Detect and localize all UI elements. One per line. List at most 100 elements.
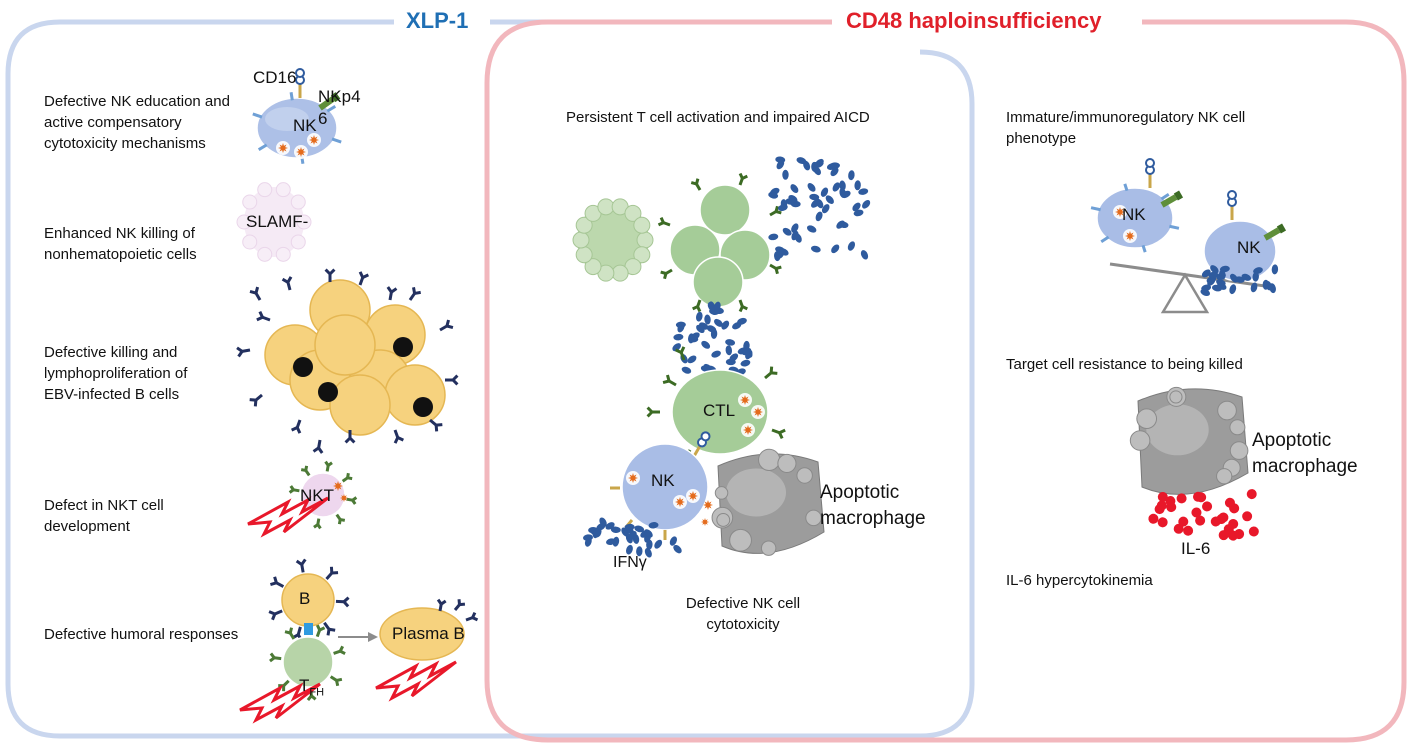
nkt-receptor-spike-3	[335, 513, 346, 525]
activated-t-receptor-6-stem	[665, 268, 673, 275]
nkt-receptor-spike-6-arm-r	[289, 485, 295, 491]
cytokine-cloud-mid-dot-34	[681, 366, 692, 374]
cytokine-cloud-mid-dot-15	[687, 355, 697, 364]
cytokine-cloud-top-dot-50	[776, 160, 785, 170]
b-tfh-synapse	[304, 623, 313, 635]
slamf-bleb-0	[296, 214, 312, 230]
apoptotic-macrophage-middle-bleb-5	[805, 509, 822, 527]
activated-t-receptor-4-arm-r	[738, 305, 744, 313]
cytokine-cloud-mid-dot-18	[700, 365, 711, 372]
b-cell-receptor-spike-1-arm-l	[329, 566, 334, 574]
cytokine-cloud-top-dot-41	[814, 160, 824, 168]
il6-cloud-dot-20	[1234, 529, 1245, 540]
cytokine-cloud-mid-dot-33	[690, 332, 700, 340]
activated-t-receptor-4-stem	[738, 299, 744, 308]
differentiation-arrow-head	[368, 632, 378, 642]
cytokine-cloud-mid-dot-32	[725, 345, 733, 356]
nk-right-left-nkp46-bar	[1160, 194, 1178, 208]
cytokine-cloud-top-dot-44	[826, 163, 837, 170]
nk-right-right-nkp46-bar	[1263, 227, 1281, 241]
slamf-bleb-2	[275, 246, 291, 262]
nk-right-cytokines-dot-18	[1210, 265, 1219, 274]
apoptotic-macrophage-middle-bleb-6	[729, 528, 752, 552]
cytokine-cloud-mid-dot-30	[740, 359, 751, 367]
cytokine-stream-dot-4	[708, 301, 716, 312]
cytokine-cloud-mid-dot-37	[742, 347, 752, 356]
ebv-b-receptor-6	[445, 374, 459, 386]
ctl-receptor-0-stem	[668, 379, 677, 387]
b-cell-receptor-spike-5-stem	[274, 609, 283, 616]
ctl-receptor-0	[662, 374, 677, 387]
nk-right-cytokines	[1200, 264, 1279, 296]
ifn-gamma-cloud-dot-26	[626, 544, 633, 555]
activated-t-receptor-3	[769, 263, 782, 275]
ifn-gamma-cloud-dot-27	[628, 531, 637, 540]
cytokine-cloud-top-dot-30	[768, 191, 779, 199]
apoptotic-macrophage-middle-bleb-4	[760, 540, 777, 556]
released-granule-1	[703, 500, 713, 510]
apoptotic-macrophage-label-right: Apoptotic macrophage	[1252, 430, 1358, 477]
activated-t-receptor-1-stem	[738, 177, 744, 186]
nkt-receptor-spike-1-stem	[341, 476, 349, 483]
nk-right-left-granule-2-star	[1125, 231, 1135, 241]
seesaw-beam	[1109, 262, 1273, 289]
b-cell-receptor-spike-2-arm-r	[342, 600, 350, 608]
ifn-gamma-label: IFNγ	[613, 554, 647, 571]
activated-t-receptor-3-stem	[769, 263, 777, 270]
il6-cloud-dot-6	[1224, 497, 1235, 508]
ebv-b-receptor-1-stem	[286, 281, 292, 291]
ebv-b-receptor-12-arm-l	[237, 350, 244, 358]
b-cell-receptor-spike-6-arm-l	[269, 581, 277, 586]
nk-label-xlp1: NK	[293, 116, 317, 135]
nk-right-left-receptor-2	[1100, 235, 1110, 244]
ifn-gamma-cloud-dot-23	[644, 529, 653, 538]
il6-cloud-dot-26	[1178, 516, 1189, 527]
il6-cloud-dot-15	[1156, 500, 1167, 511]
ebv-b-cell-nucleus-0	[293, 357, 313, 377]
plasma-b-receptor-3-arm-r	[471, 616, 479, 622]
plasma-b-receptor-1-stem	[438, 603, 443, 612]
nkt-receptor-spike-7-stem	[304, 469, 311, 477]
plasma-b-receptor-2	[453, 599, 466, 611]
activated-t-receptor-4	[738, 299, 748, 313]
slamf-label: SLAMF-	[246, 212, 309, 231]
tfh-receptor-spike-1-arm-l	[338, 645, 344, 652]
cd48-panel-border	[484, 19, 1407, 743]
activated-t-receptor-0-arm-r	[695, 178, 700, 185]
il6-cloud-dot-28	[1183, 525, 1194, 536]
ebv-b-receptor-15	[312, 439, 324, 454]
b-cell-receptor-spike-4-stem	[296, 626, 302, 636]
activated-t-receptor-1-arm-r	[741, 174, 748, 180]
apoptotic-t-bleb-13	[633, 216, 651, 234]
cytokine-cloud-top-dot-46	[768, 233, 779, 241]
tfh-receptor-spike-5-stem	[274, 656, 282, 661]
cytokine-cloud-top-dot-35	[782, 227, 792, 236]
nk-label-middle: NK	[651, 471, 675, 490]
cytokine-cloud-top-dot-34	[854, 180, 861, 191]
ctl-granule-1-star	[740, 395, 750, 405]
ifn-gamma-cloud-dot-28	[654, 539, 663, 549]
ebv-b-receptor-6-arm-r	[451, 378, 459, 386]
ebv-b-cell-5	[314, 314, 376, 376]
nkt-receptor-spike-0-stem	[325, 465, 330, 472]
b-cell-receptor-spike-1-arm-r	[331, 571, 339, 575]
plasma-b-receptor-2-arm-l	[457, 599, 461, 605]
nkt-label: NKT	[300, 486, 334, 505]
b-cell-receptor-spike-0	[295, 558, 307, 573]
ebv-b-receptor-11-stem	[254, 393, 263, 402]
ebv-b-receptor-9-arm-r	[344, 436, 352, 444]
activated-t-receptor-5-arm-l	[696, 305, 702, 313]
apoptotic-t-bleb-6	[575, 246, 593, 264]
b-cell-receptor-spike-1-stem	[325, 572, 333, 580]
activated-t-receptor-5	[692, 299, 702, 313]
nk-left-label: NK	[1122, 205, 1146, 224]
tfh-receptor-spike-4-arm-l	[282, 685, 286, 692]
cytokine-cloud-top-dot-20	[858, 188, 869, 195]
ebv-b-receptor-7	[429, 418, 443, 432]
cytokine-cloud-mid-dot-21	[696, 311, 703, 322]
nkt-receptor-spike-6	[288, 485, 300, 494]
nkt-receptor-spike-4-stem	[316, 518, 321, 525]
apoptotic-t-bleb-8	[575, 216, 593, 234]
plasma-b-label: Plasma B	[392, 624, 465, 643]
